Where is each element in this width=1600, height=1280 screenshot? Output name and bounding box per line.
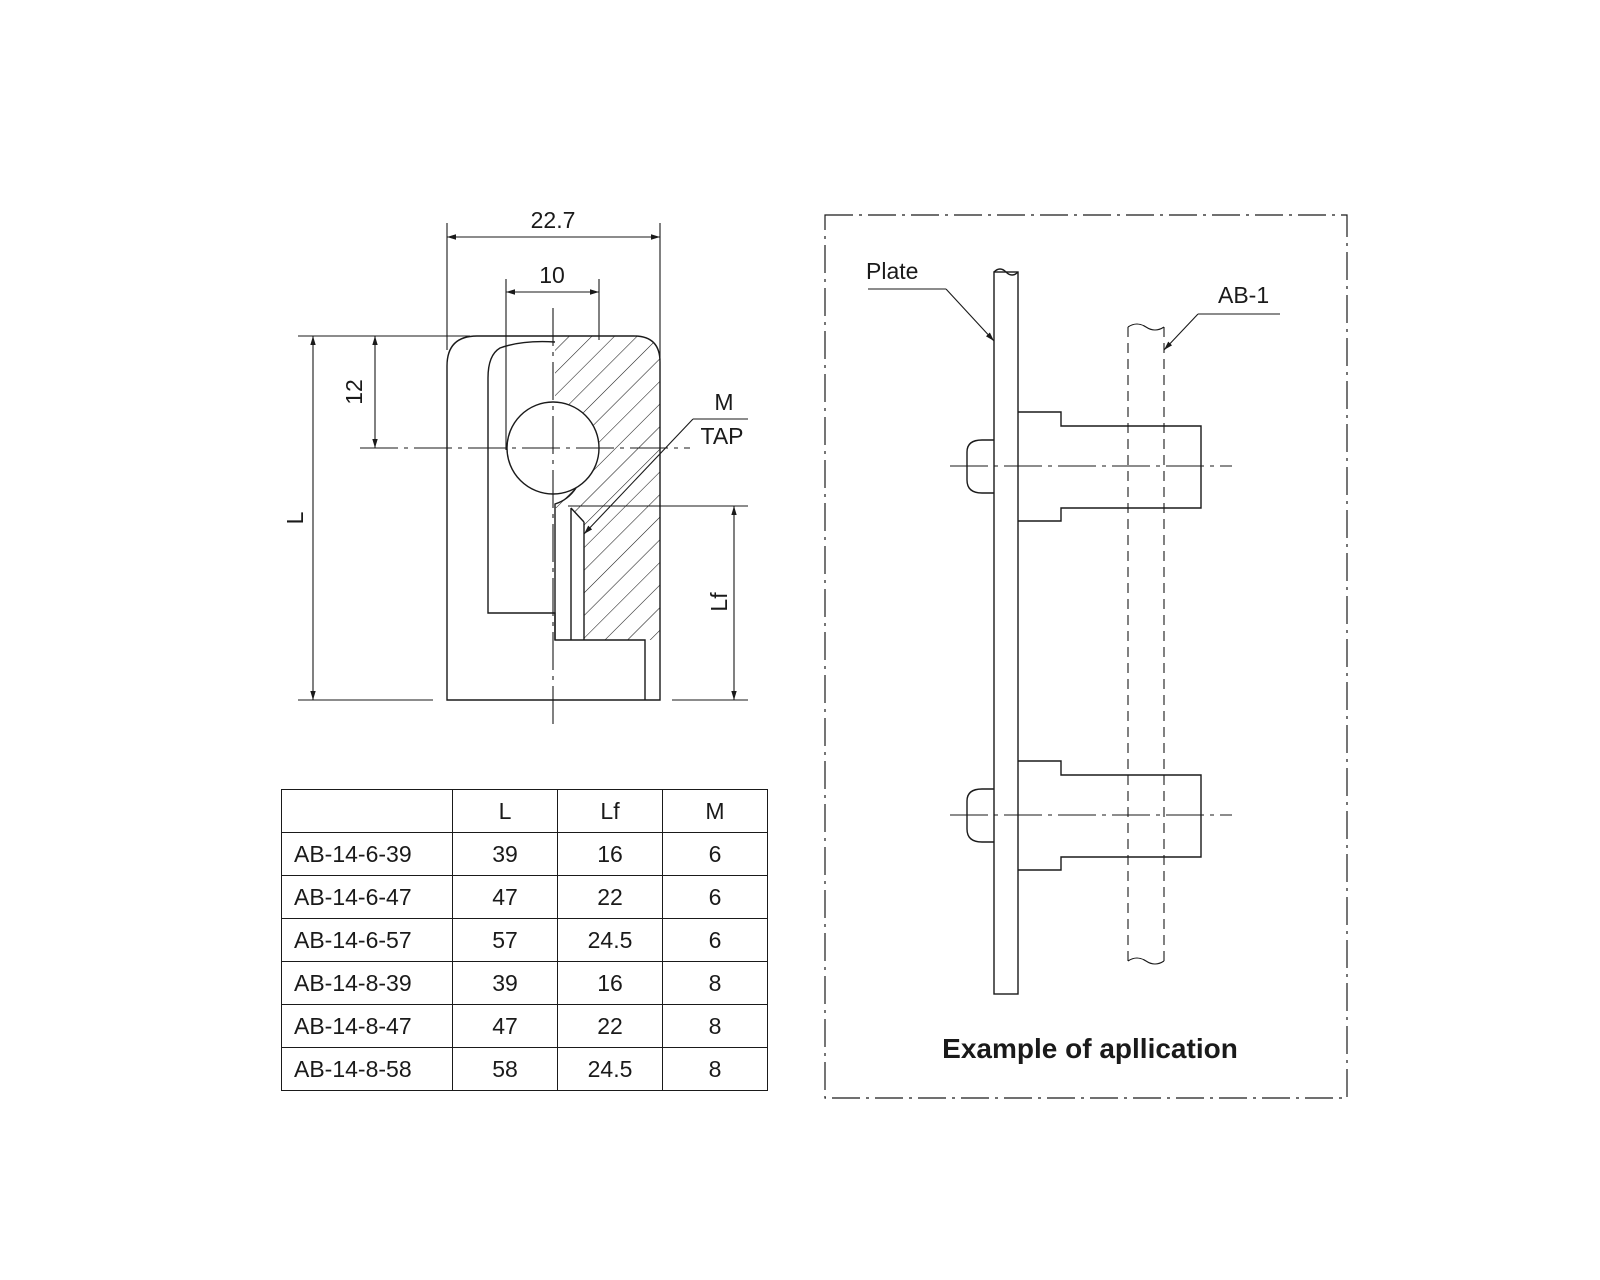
application-example: Plate AB-1 Example of apllication bbox=[824, 214, 1348, 1099]
tap-size-label: M bbox=[714, 389, 733, 415]
table-header-row: L Lf M bbox=[281, 789, 768, 833]
table-row: AB-14-6-39 39 16 6 bbox=[281, 832, 768, 876]
dim-slot-width: 10 bbox=[539, 262, 565, 288]
table-cell-model: AB-14-6-57 bbox=[281, 918, 453, 962]
spec-table: L Lf M AB-14-6-39 39 16 6 AB-14-6-47 47 … bbox=[281, 789, 768, 1091]
dim-overall-width: 22.7 bbox=[531, 207, 576, 233]
table-row: AB-14-6-57 57 24.5 6 bbox=[281, 918, 768, 962]
table-row: AB-14-6-47 47 22 6 bbox=[281, 875, 768, 919]
table-cell-model: AB-14-8-58 bbox=[281, 1047, 453, 1091]
table-cell: 22 bbox=[557, 1004, 663, 1048]
table-cell: 24.5 bbox=[557, 918, 663, 962]
table-cell: 16 bbox=[557, 832, 663, 876]
table-header-cell: Lf bbox=[557, 789, 663, 833]
part-cavity bbox=[487, 340, 646, 700]
table-row: AB-14-8-58 58 24.5 8 bbox=[281, 1047, 768, 1091]
table-cell-model: AB-14-6-47 bbox=[281, 875, 453, 919]
table-cell: 24.5 bbox=[557, 1047, 663, 1091]
table-header-cell bbox=[281, 789, 453, 833]
table-cell-model: AB-14-8-39 bbox=[281, 961, 453, 1005]
table-cell: 47 bbox=[452, 1004, 558, 1048]
dim-tap-height: 12 bbox=[341, 379, 367, 405]
table-cell: 8 bbox=[662, 1047, 768, 1091]
table-header-cell: L bbox=[452, 789, 558, 833]
table-cell: 8 bbox=[662, 1004, 768, 1048]
table-cell: 39 bbox=[452, 832, 558, 876]
table-header-cell: M bbox=[662, 789, 768, 833]
tap-channel bbox=[554, 507, 585, 640]
table-cell-model: AB-14-8-47 bbox=[281, 1004, 453, 1048]
rail-label: AB-1 bbox=[1218, 282, 1269, 308]
plate-label: Plate bbox=[866, 258, 918, 284]
table-cell: 6 bbox=[662, 832, 768, 876]
table-row: AB-14-8-39 39 16 8 bbox=[281, 961, 768, 1005]
tap-label: TAP bbox=[700, 423, 743, 449]
table-cell: 39 bbox=[452, 961, 558, 1005]
application-frame bbox=[824, 214, 1348, 1099]
dim-thread-length: Lf bbox=[706, 592, 732, 612]
table-cell: 22 bbox=[557, 875, 663, 919]
table-cell: 57 bbox=[452, 918, 558, 962]
table-cell: 6 bbox=[662, 918, 768, 962]
application-caption: Example of apllication bbox=[942, 1033, 1238, 1064]
table-cell: 58 bbox=[452, 1047, 558, 1091]
dim-length: L bbox=[282, 511, 308, 524]
rail-ab1 bbox=[1127, 327, 1165, 961]
table-cell: 16 bbox=[557, 961, 663, 1005]
bracket-lower bbox=[950, 760, 1232, 871]
table-cell: 47 bbox=[452, 875, 558, 919]
plate bbox=[993, 271, 1019, 995]
part-section-view: 22.7 10 12 L Lf M TAP bbox=[282, 207, 748, 728]
table-cell-model: AB-14-6-39 bbox=[281, 832, 453, 876]
table-row: AB-14-8-47 47 22 8 bbox=[281, 1004, 768, 1048]
table-cell: 8 bbox=[662, 961, 768, 1005]
table-cell: 6 bbox=[662, 875, 768, 919]
bracket-upper bbox=[950, 411, 1232, 522]
